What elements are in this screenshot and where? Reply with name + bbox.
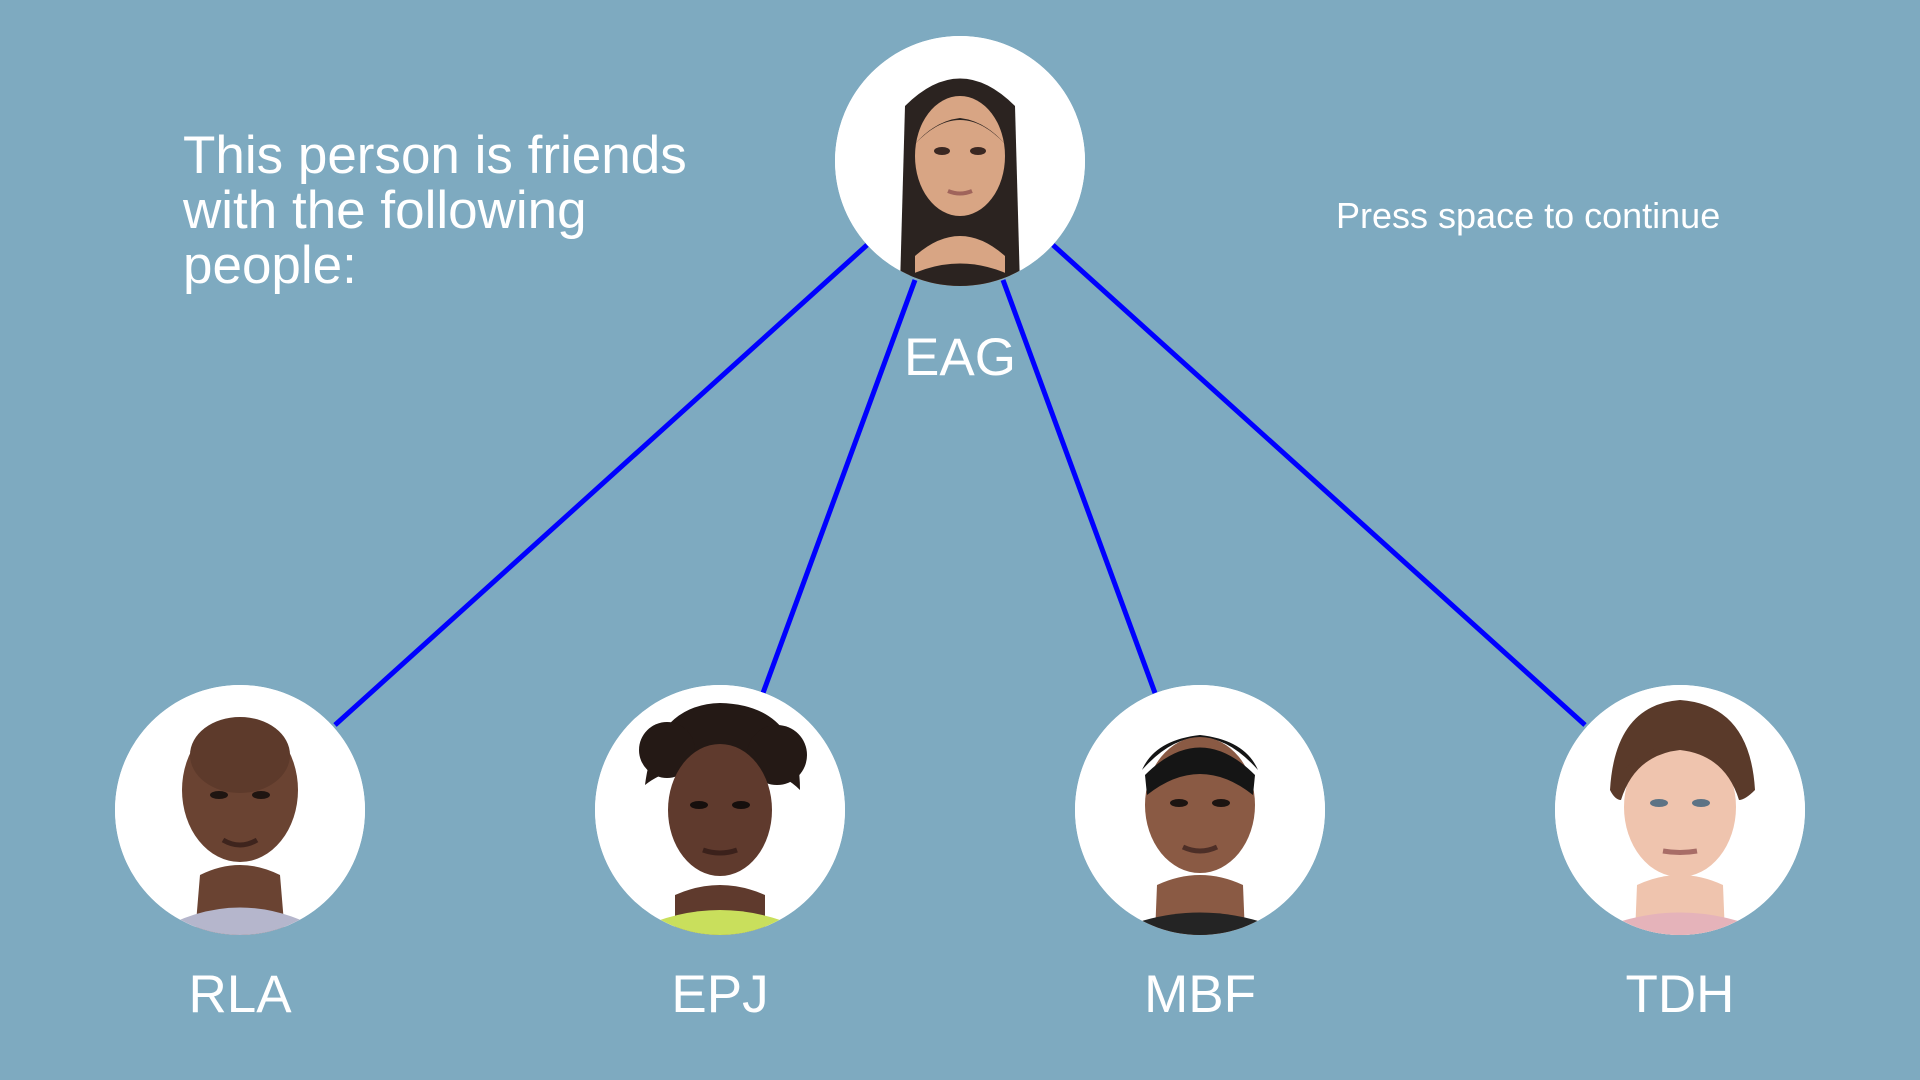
friend-avatar-mbf (1075, 685, 1325, 935)
portrait-icon (1555, 685, 1805, 935)
friend-node-epj: EPJ (570, 685, 870, 1025)
friend-label-epj: EPJ (671, 965, 769, 1024)
friend-label-rla: RLA (188, 965, 292, 1024)
portrait-icon (595, 685, 845, 935)
friend-avatar-epj (595, 685, 845, 935)
center-person-label: EAG (904, 328, 1016, 387)
friend-avatar-rla (115, 685, 365, 935)
friend-node-tdh: TDH (1530, 685, 1830, 1025)
friend-label-tdh: TDH (1625, 965, 1735, 1024)
continue-instruction: Press space to continue (1336, 195, 1721, 236)
friend-avatar-tdh (1555, 685, 1805, 935)
instruction-text: This person is friends with the followin… (183, 126, 687, 295)
friend-node-rla: RLA (90, 685, 390, 1025)
friend-node-mbf: MBF (1050, 685, 1350, 1025)
connection-eag-rla (333, 243, 869, 727)
connection-eag-epj (760, 279, 918, 694)
connection-eag-mbf (1000, 279, 1158, 694)
friend-label-mbf: MBF (1144, 965, 1256, 1024)
portrait-icon (835, 36, 1085, 286)
portrait-icon (115, 685, 365, 935)
portrait-icon (1075, 685, 1325, 935)
center-person-avatar (835, 36, 1085, 286)
connection-eag-tdh (1051, 243, 1587, 727)
center-person-node: EAG (810, 36, 1110, 387)
